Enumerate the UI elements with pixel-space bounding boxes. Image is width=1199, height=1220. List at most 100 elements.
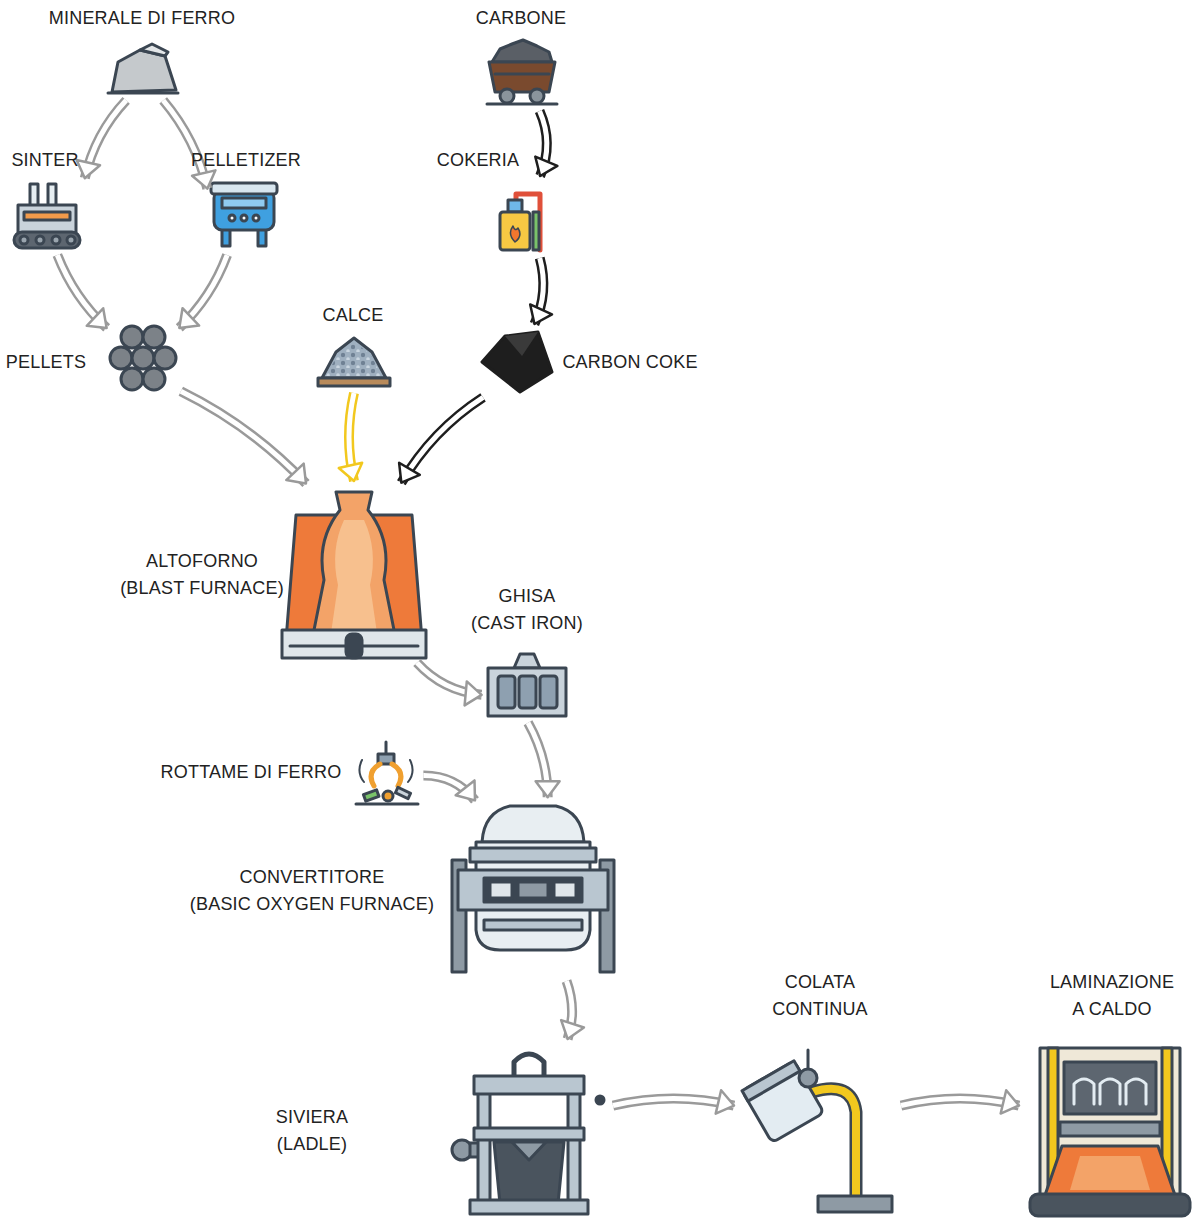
coal-cart-icon-part	[500, 89, 514, 103]
sinter-icon-part	[67, 236, 75, 244]
sinter-icon	[14, 184, 80, 248]
node-label: SIVIERA (LADLE)	[276, 1104, 348, 1158]
pellets-icon-part	[110, 347, 132, 369]
scrap-icon-part	[363, 790, 379, 801]
lime-pile-icon	[318, 338, 390, 386]
ladle-icon	[452, 1054, 604, 1214]
pelletizer-icon-part	[222, 198, 266, 208]
pelletizer-icon-part	[241, 215, 247, 221]
arrow-head	[399, 463, 420, 483]
ladle-icon-part	[474, 1128, 584, 1140]
ladle-icon-part	[514, 1054, 544, 1078]
node-label: CARBON COKE	[562, 349, 697, 376]
converter-icon-part	[482, 806, 584, 842]
pelletizer-icon-part	[214, 190, 274, 230]
flow-arrow	[339, 393, 362, 481]
scrap-icon	[356, 742, 418, 804]
cast-iron-icon-part	[540, 676, 557, 708]
arrow-shaft-inner	[613, 1099, 734, 1106]
node-label: CALCE	[322, 302, 383, 329]
lime-pile-icon-part	[318, 378, 390, 386]
coke-lump-icon-part	[482, 332, 552, 392]
process-node: CARBONE	[487, 38, 557, 105]
scrap-icon-part	[383, 791, 393, 801]
arrow-head	[465, 681, 482, 705]
pellets-icon-part	[154, 347, 176, 369]
process-node: CALCE	[318, 335, 390, 387]
converter-icon	[452, 806, 614, 972]
blast-furnace-icon-part	[286, 515, 422, 640]
process-node: PELLETIZER	[210, 180, 278, 250]
coke-oven-icon-part	[500, 212, 530, 250]
pellets-icon-part	[143, 326, 165, 348]
continuous-casting-icon-part	[799, 1069, 817, 1087]
hot-rolling-icon-part	[1070, 1156, 1150, 1190]
arrow-shaft-outline	[423, 776, 475, 801]
sinter-icon-part	[30, 184, 38, 206]
blast-furnace-icon-part	[282, 630, 426, 658]
hot-rolling-icon	[1030, 1048, 1190, 1216]
arrow-head	[77, 160, 100, 178]
hot-rolling-icon-part	[1030, 1194, 1190, 1216]
process-node: CONVERTITORE (BASIC OXYGEN FURNACE)	[446, 803, 618, 975]
scrap-icon-part	[395, 787, 410, 798]
process-node: SINTER	[12, 180, 82, 250]
arrow-shaft-inner	[423, 776, 475, 801]
flow-arrow	[561, 981, 584, 1039]
pellets-icon-part	[143, 368, 165, 390]
arrow-head	[1001, 1090, 1019, 1113]
flow-arrow	[417, 663, 482, 706]
coke-lump-icon	[482, 332, 552, 392]
cast-iron-icon-part	[514, 654, 540, 668]
coke-oven-icon-part	[510, 226, 519, 242]
flow-arrow	[57, 255, 106, 328]
cast-iron-icon-part	[519, 676, 536, 708]
arrow-shaft-outline	[613, 1099, 734, 1106]
sinter-icon-part	[36, 236, 44, 244]
blast-furnace-icon-part	[330, 520, 378, 640]
flow-arrow	[181, 391, 306, 483]
blast-furnace-icon-part	[346, 634, 362, 658]
scrap-icon-part	[408, 760, 413, 782]
converter-icon-part	[554, 882, 576, 898]
converter-icon-part	[490, 882, 512, 898]
arrow-shaft-inner	[57, 255, 106, 328]
node-label: CARBONE	[476, 5, 566, 32]
node-label: GHISA (CAST IRON)	[471, 583, 583, 637]
coal-cart-icon-part	[489, 62, 555, 92]
continuous-casting-icon	[742, 1050, 892, 1212]
flow-arrow	[179, 255, 227, 328]
node-label: PELLETS	[6, 349, 86, 376]
arrow-shaft-outline	[901, 1099, 1019, 1106]
ore-icon-part	[140, 44, 168, 56]
continuous-casting-icon-part-part	[742, 1061, 824, 1143]
coke-oven-icon-part	[533, 212, 539, 250]
continuous-casting-icon-part	[742, 1061, 824, 1143]
pelletizer-icon	[211, 183, 277, 246]
pellets-icon-part	[121, 368, 143, 390]
coal-cart-icon-part	[530, 89, 544, 103]
hot-rolling-icon-part	[1040, 1048, 1180, 1198]
process-illustration-part	[14, 40, 1190, 1216]
scrap-icon-part	[359, 760, 364, 782]
coke-oven-icon-part	[508, 200, 522, 212]
arrow-head	[561, 1020, 584, 1039]
ore-icon	[108, 44, 178, 93]
hot-rolling-icon-part	[1064, 1062, 1156, 1114]
hot-rolling-icon-part	[1044, 1146, 1176, 1198]
arrow-head	[339, 463, 362, 481]
pellets-icon-part	[121, 326, 143, 348]
sinter-icon-part	[18, 205, 76, 233]
coal-cart-icon-part	[495, 73, 549, 76]
lime-pile-icon-part	[322, 338, 386, 378]
arrow-head	[179, 308, 199, 328]
process-node: ROTTAME DI FERRO	[355, 740, 418, 806]
coke-oven-icon	[500, 194, 540, 250]
process-node: GHISA (CAST IRON)	[487, 652, 566, 717]
continuous-casting-icon-part	[807, 1050, 810, 1068]
process-node: PELLETS	[110, 322, 176, 395]
flow-arrow	[535, 111, 557, 176]
process-node: MINERALE DI FERRO	[108, 42, 178, 95]
